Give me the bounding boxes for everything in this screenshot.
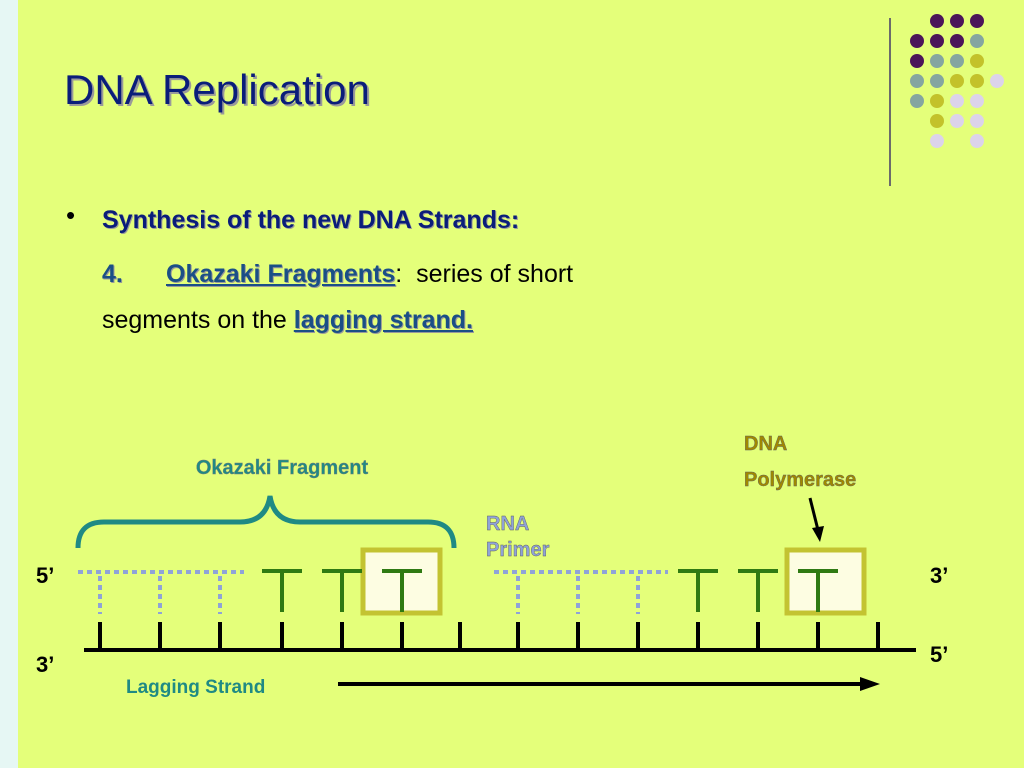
decorative-dot	[970, 34, 984, 48]
decorative-dot	[910, 74, 924, 88]
bullet-heading: Synthesis of the new DNA Strands:	[102, 206, 520, 234]
okazaki-fragment-label: Okazaki Fragment	[196, 457, 369, 479]
decorative-dot	[930, 94, 944, 108]
polymerase-pointer-arrow	[808, 497, 820, 531]
item-term: Okazaki Fragments	[166, 260, 396, 288]
decorative-dot	[930, 114, 944, 128]
decorative-dot	[950, 94, 964, 108]
decorative-dot	[930, 54, 944, 68]
rna-primer-label-line1: RNA	[486, 513, 529, 535]
decorative-divider	[889, 18, 891, 186]
bottom-right-end-label: 5’	[930, 642, 948, 667]
decorative-dot	[950, 34, 964, 48]
decorative-dot	[910, 34, 924, 48]
decorative-dot	[910, 94, 924, 108]
left-accent-bar	[0, 0, 18, 768]
dna-polymerase-label-line1: DNA	[744, 433, 787, 455]
decorative-dot	[930, 34, 944, 48]
decorative-dot	[970, 134, 984, 148]
decorative-dot	[930, 14, 944, 28]
item-number: 4.	[102, 260, 123, 288]
top-right-end-label: 3’	[930, 563, 948, 588]
bullet-icon: •	[66, 200, 76, 230]
page-title: DNA Replication	[64, 66, 370, 113]
lagging-direction-arrowhead	[860, 677, 880, 691]
decorative-dot	[950, 114, 964, 128]
dna-polymerase-box-2	[784, 547, 867, 616]
item-description: series of short	[416, 260, 574, 288]
item-continuation: segments on the lagging strand.	[102, 306, 473, 335]
decorative-dot	[950, 54, 964, 68]
decorative-dot	[970, 94, 984, 108]
top-left-end-label: 5’	[36, 563, 54, 588]
decorative-dot	[910, 54, 924, 68]
decorative-dot-grid	[910, 14, 1006, 164]
item-colon: :	[395, 260, 403, 288]
rna-primer-label-line2: Primer	[486, 539, 550, 561]
okazaki-brace	[75, 495, 457, 549]
polymerase-pointer-arrowhead	[812, 526, 824, 542]
decorative-dot	[970, 114, 984, 128]
bottom-left-end-label: 3’	[36, 652, 54, 677]
decorative-dot	[930, 134, 944, 148]
decorative-dot	[970, 54, 984, 68]
decorative-dot	[950, 14, 964, 28]
lagging-strand-label: Lagging Strand	[126, 677, 265, 698]
decorative-dot	[970, 14, 984, 28]
decorative-dot	[990, 74, 1004, 88]
nucleotide-ticks	[98, 569, 880, 652]
lagging-strand-term: lagging strand.	[293, 306, 473, 334]
decorative-dot	[950, 74, 964, 88]
line3-prefix: segments on the	[102, 306, 287, 334]
decorative-dot	[970, 74, 984, 88]
dna-polymerase-label-line2: Polymerase	[744, 469, 856, 491]
item-line: 4. Okazaki Fragments: series of short	[102, 260, 573, 289]
decorative-dot	[930, 74, 944, 88]
